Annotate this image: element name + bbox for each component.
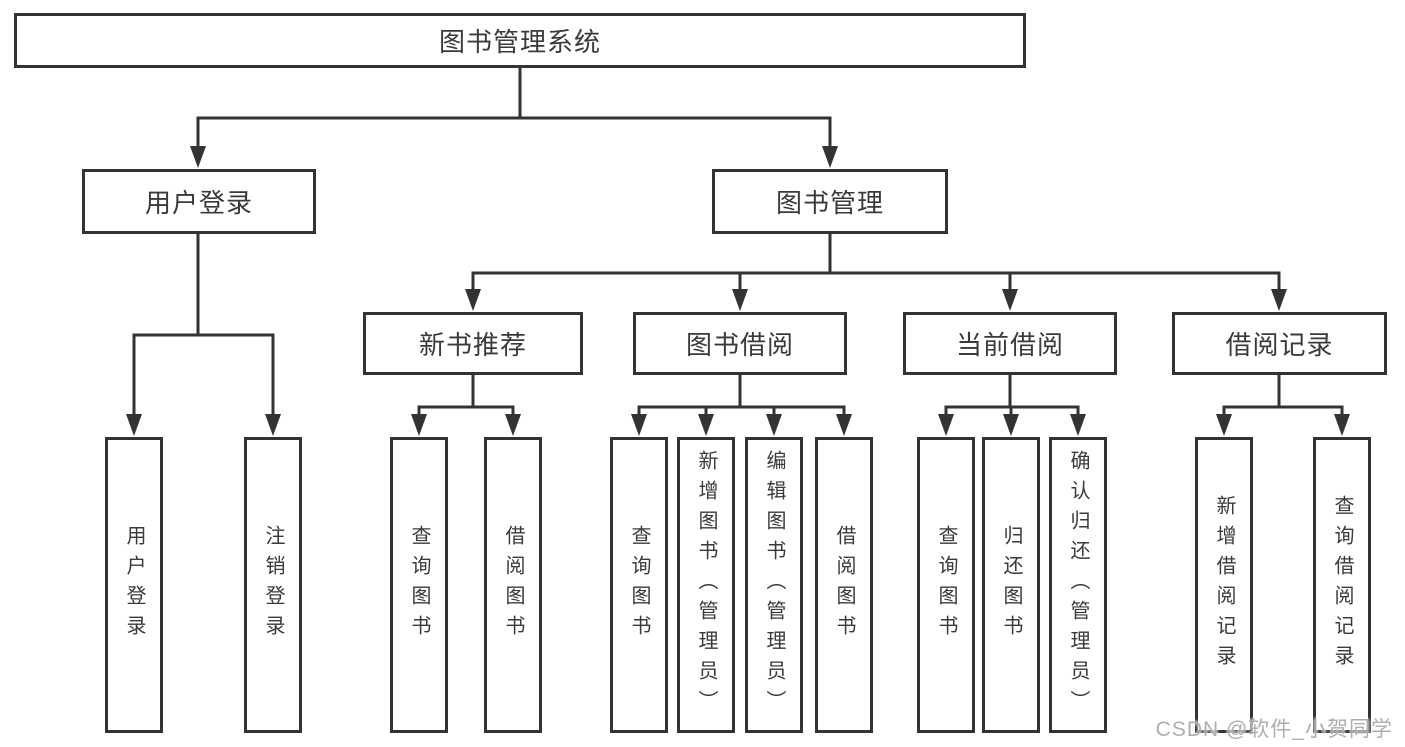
leaf-borrow-books: 借阅图书: [815, 437, 873, 733]
node-label: 当前借阅: [955, 330, 1064, 360]
node-label: 新增图书（管理员）: [695, 450, 717, 720]
leaf-return-books: 归还图书: [982, 437, 1040, 733]
node-library-management-system: 图书管理系统: [14, 13, 1026, 68]
leaf-add-book-admin: 新增图书（管理员）: [677, 437, 735, 733]
node-label: 图书管理: [775, 188, 884, 218]
node-label: 查询图书: [935, 525, 957, 645]
node-label: 查询图书: [408, 525, 430, 645]
node-label: 用户登录: [123, 525, 145, 645]
node-label: 注销登录: [262, 525, 284, 645]
node-label: 查询图书: [628, 525, 650, 645]
node-label: 图书借阅: [685, 330, 794, 360]
arrowheads: [126, 146, 1350, 436]
node-new-book-recommend: 新书推荐: [363, 312, 583, 375]
node-label: 编辑图书（管理员）: [763, 450, 785, 720]
node-book-borrow: 图书借阅: [633, 312, 847, 375]
leaf-edit-book-admin: 编辑图书（管理员）: [745, 437, 803, 733]
node-book-management: 图书管理: [712, 169, 948, 234]
leaf-user-login: 用户登录: [105, 437, 163, 733]
leaf-query-books-recommend: 查询图书: [390, 437, 448, 733]
node-label: 用户登录: [144, 188, 253, 218]
node-borrow-records: 借阅记录: [1172, 312, 1387, 375]
leaf-query-books-borrow: 查询图书: [610, 437, 668, 733]
node-label: 归还图书: [1000, 525, 1022, 645]
leaf-query-borrow-record: 查询借阅记录: [1313, 437, 1371, 733]
leaf-add-borrow-record: 新增借阅记录: [1195, 437, 1253, 733]
node-label: 新增借阅记录: [1213, 495, 1235, 675]
node-label: 确认归还（管理员）: [1067, 450, 1089, 720]
csdn-watermark: CSDN @软件_小贺同学: [1155, 718, 1393, 741]
leaf-query-books-current: 查询图书: [917, 437, 975, 733]
leaf-borrow-books-recommend: 借阅图书: [484, 437, 542, 733]
node-label: 新书推荐: [418, 330, 527, 360]
leaf-confirm-return-admin: 确认归还（管理员）: [1049, 437, 1107, 733]
node-label: 查询借阅记录: [1331, 495, 1353, 675]
node-label: 借阅记录: [1225, 330, 1334, 360]
node-user-login: 用户登录: [82, 169, 316, 234]
node-label: 图书管理系统: [438, 27, 601, 57]
node-current-borrow: 当前借阅: [903, 312, 1117, 375]
node-label: 借阅图书: [502, 525, 524, 645]
node-label: 借阅图书: [833, 525, 855, 645]
leaf-logout: 注销登录: [244, 437, 302, 733]
